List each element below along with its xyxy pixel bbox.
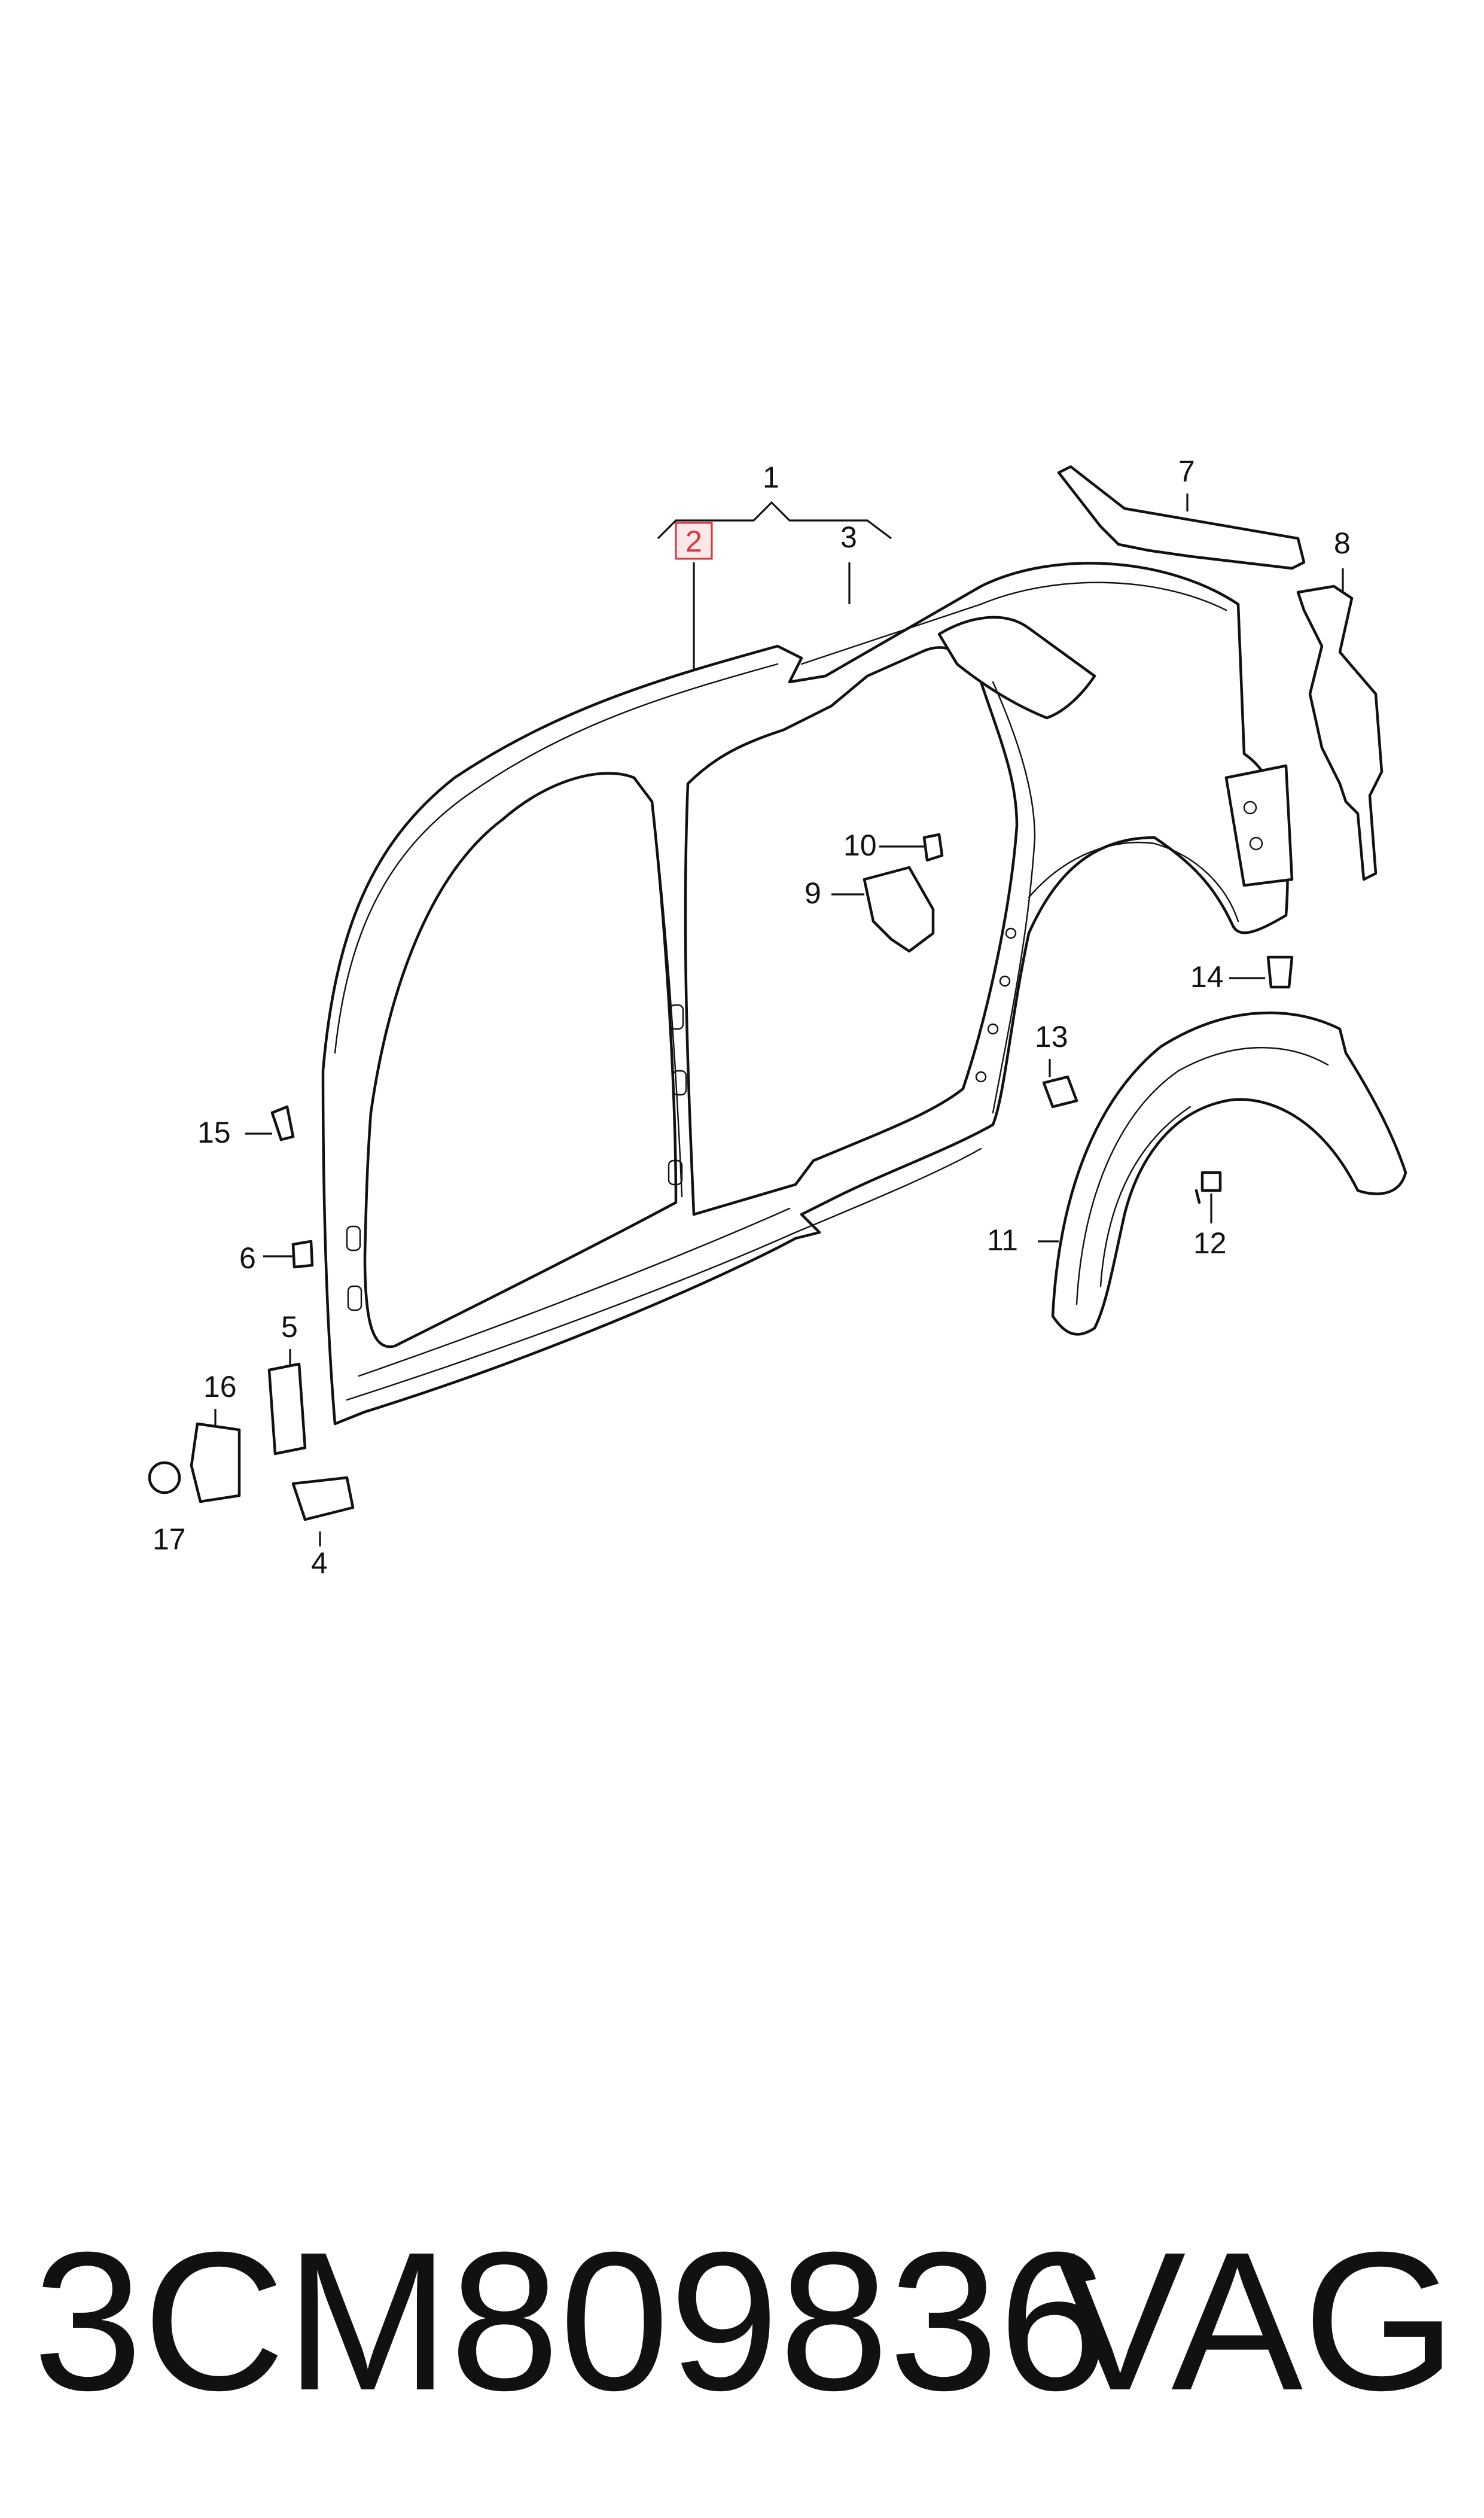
callout-labels: 1 2 3 4 5 6 7 8 9 10 11 12 13 14 15 16 1… xyxy=(153,455,1351,1580)
rear-wheel-arch xyxy=(1028,841,1239,922)
callout-5: 5 xyxy=(281,1310,298,1344)
front-door-opening xyxy=(363,772,678,1348)
callout-16: 16 xyxy=(203,1370,237,1403)
callout-7: 7 xyxy=(1178,455,1195,488)
callout-10: 10 xyxy=(843,829,877,862)
callout-2: 2 xyxy=(685,525,702,558)
fuel-door-recess xyxy=(1224,764,1294,887)
part-11-wheel-arch-liner xyxy=(1051,1011,1407,1336)
callout-4: 4 xyxy=(311,1546,328,1580)
b-pillar-edge xyxy=(651,800,683,1198)
stamped-holes xyxy=(346,800,1263,1311)
roof-rail-seam-rear xyxy=(800,581,1227,665)
callout-2-highlight-box xyxy=(675,522,713,560)
part-number: 3CM809836 xyxy=(33,2211,1108,2431)
callout-12: 12 xyxy=(1193,1226,1227,1260)
callout-8: 8 xyxy=(1334,526,1351,560)
part-5-plate xyxy=(267,1362,307,1456)
part-15-clip xyxy=(270,1105,295,1141)
part-10-clip xyxy=(922,833,944,862)
callout-1: 1 xyxy=(763,461,779,494)
roof-rail-seam xyxy=(334,663,779,1054)
liner-ribs xyxy=(1075,1046,1329,1305)
leader-lines xyxy=(214,494,1344,1546)
rear-door-opening xyxy=(684,646,1019,1216)
callout-17: 17 xyxy=(153,1523,186,1556)
part-9-bracket xyxy=(863,866,935,953)
part-caption: 3CM809836 VAG xyxy=(33,2213,1456,2429)
quarter-window-opening xyxy=(937,616,1096,720)
part-12-screw xyxy=(1194,1171,1222,1204)
part-8-rear-bracket xyxy=(1296,584,1384,881)
exploded-parts-diagram: 1 2 3 4 5 6 7 8 9 10 11 12 13 14 15 16 1… xyxy=(148,455,1407,1580)
callout-13: 13 xyxy=(1035,1020,1068,1054)
callout-9: 9 xyxy=(805,876,821,910)
callout-11: 11 xyxy=(987,1223,1018,1257)
part-4-bracket xyxy=(291,1476,355,1521)
sill-seam xyxy=(346,1147,982,1401)
callout-14: 14 xyxy=(1190,960,1224,994)
c-pillar-edge xyxy=(992,681,1036,1114)
part-16-block xyxy=(190,1422,241,1503)
brand-name: VAG xyxy=(1054,2211,1456,2431)
part-17-nut xyxy=(148,1461,181,1494)
sill-seam-2 xyxy=(358,1207,791,1377)
fasteners xyxy=(148,955,1294,1521)
part-6-clip xyxy=(291,1240,314,1269)
part-13-clip xyxy=(1042,1075,1078,1109)
callout-3: 3 xyxy=(840,520,857,554)
part-14-push-pin xyxy=(1266,955,1294,989)
callout-6: 6 xyxy=(239,1241,256,1275)
side-panel-assembly xyxy=(321,562,1294,1426)
part-7-rail-bracket xyxy=(1057,465,1306,570)
callout-15: 15 xyxy=(197,1116,231,1149)
